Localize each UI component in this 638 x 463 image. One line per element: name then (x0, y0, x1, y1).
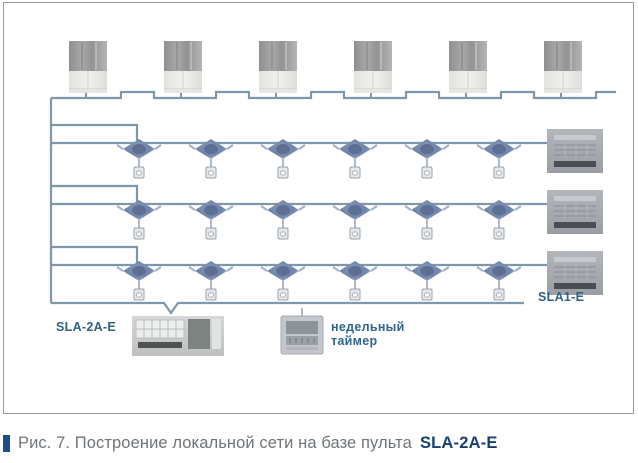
label-weekly-timer-line1: недельный (331, 320, 405, 334)
figure-caption: Рис. 7. Построение локальной сети на баз… (3, 430, 628, 456)
indoor-unit (332, 200, 378, 240)
label-weekly-timer-line2: таймер (331, 334, 378, 348)
outdoor-unit-group (69, 41, 582, 98)
indoor-unit-row-3 (116, 261, 522, 301)
remote-panel-sla1e (547, 251, 603, 295)
indoor-unit (476, 261, 522, 301)
indoor-unit (332, 139, 378, 179)
outdoor-unit (544, 41, 582, 98)
outdoor-unit (354, 41, 392, 98)
indoor-unit (260, 139, 306, 179)
outdoor-unit (259, 41, 297, 98)
indoor-unit (332, 261, 378, 301)
weekly-timer (280, 308, 324, 355)
indoor-unit (116, 139, 162, 179)
indoor-unit (404, 139, 450, 179)
label-weekly-timer: недельный таймер (331, 320, 405, 348)
indoor-unit (116, 261, 162, 301)
caption-marker-icon (3, 434, 10, 452)
outdoor-unit (449, 41, 487, 98)
caption-code: SLA-2A-E (419, 433, 498, 452)
caption-text: Рис. 7. Построение локальной сети на баз… (18, 433, 412, 452)
indoor-unit (260, 261, 306, 301)
indoor-unit-row-1 (116, 139, 522, 179)
network-diagram (49, 41, 616, 356)
central-controller-sla2ae (132, 316, 224, 356)
indoor-unit (116, 200, 162, 240)
indoor-unit (188, 261, 234, 301)
figure-frame: SLA-2A-E SLA1-E недельный таймер (3, 2, 634, 414)
indoor-unit (188, 139, 234, 179)
indoor-unit (476, 200, 522, 240)
indoor-unit (404, 261, 450, 301)
indoor-unit (188, 200, 234, 240)
indoor-unit-row-2 (116, 200, 522, 240)
remote-panel-sla1e (547, 129, 603, 173)
indoor-unit (404, 200, 450, 240)
label-sla-2a-e: SLA-2A-E (56, 320, 117, 334)
remote-panel-group (547, 129, 603, 295)
remote-panel-sla1e (547, 190, 603, 234)
label-sla1-e: SLA1-E (538, 290, 585, 304)
indoor-unit (260, 200, 306, 240)
outdoor-unit (69, 41, 107, 98)
indoor-unit (476, 139, 522, 179)
outdoor-unit (164, 41, 202, 98)
